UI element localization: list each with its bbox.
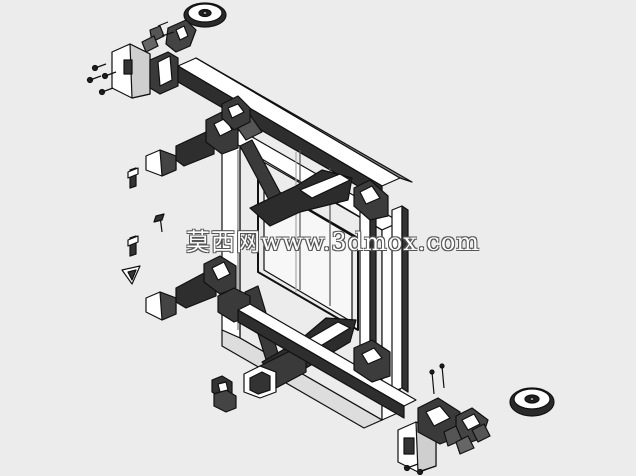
upper-right-bracket	[353, 179, 389, 221]
upper-bracket-cluster	[141, 19, 197, 53]
loose-bracket-bottom-left	[211, 375, 237, 413]
upper-screws	[86, 63, 117, 96]
lower-square-tube	[243, 345, 307, 399]
main-upper-rail	[177, 57, 413, 201]
top-gusset	[221, 95, 251, 131]
bottom-wheel	[509, 387, 555, 417]
lower-bracket-cluster	[443, 407, 491, 455]
lower-screws	[403, 363, 445, 476]
upper-left-spindle	[145, 111, 239, 177]
top-wheel	[183, 2, 227, 28]
watermark-text: 莫西网www.3dmox.com	[186, 228, 481, 256]
right-posts	[359, 195, 409, 393]
upper-middle-arm	[249, 169, 353, 227]
upper-end-plate	[111, 43, 179, 99]
lower-right-bracket	[353, 339, 391, 383]
lower-left-spindle	[145, 255, 237, 321]
loose-parts-left	[121, 167, 165, 285]
